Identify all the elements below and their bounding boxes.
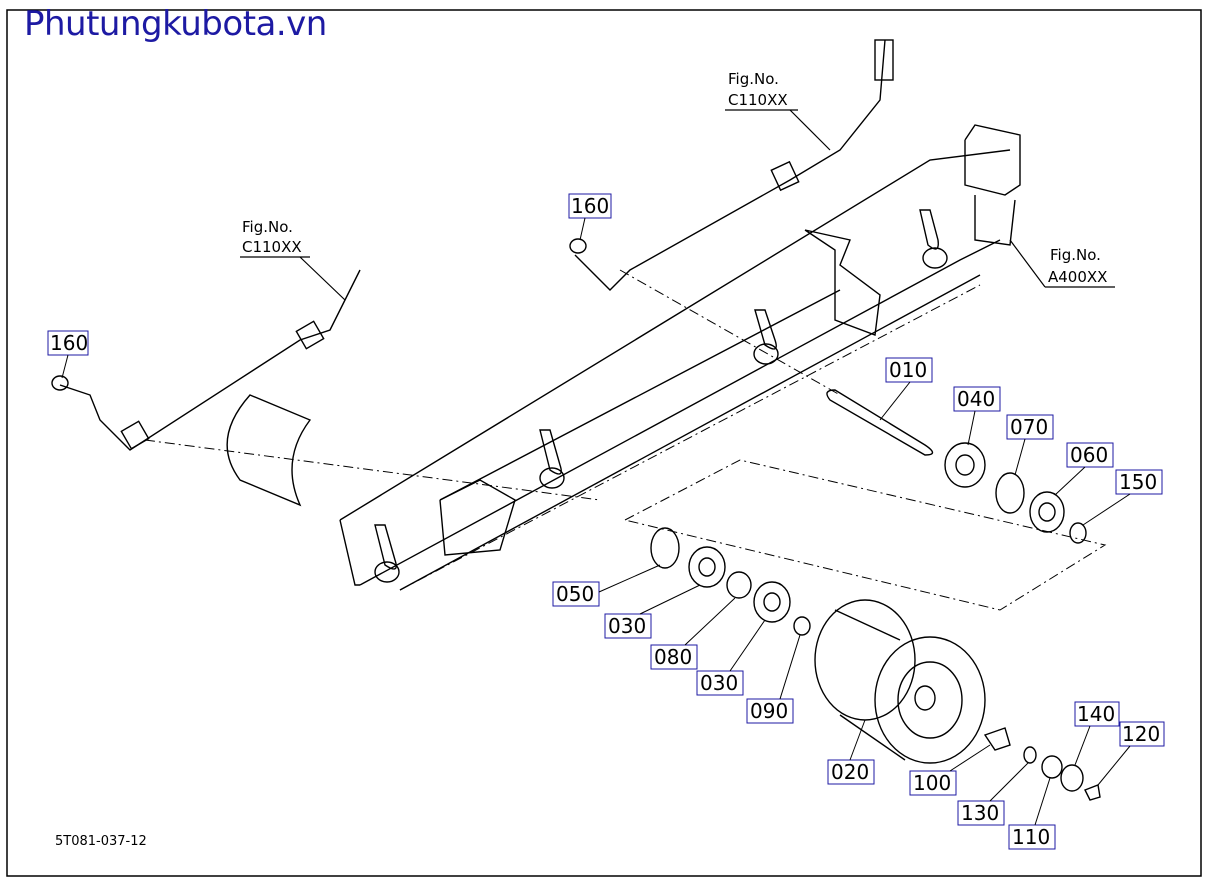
callout-010[interactable]: 010 bbox=[879, 357, 933, 421]
roller-parts bbox=[650, 389, 1101, 801]
callout-080[interactable]: 080 bbox=[650, 597, 736, 670]
part-number: 070 bbox=[1010, 415, 1048, 439]
callout-150[interactable]: 150 bbox=[1082, 469, 1163, 526]
site-watermark: Phutungkubota.vn bbox=[24, 4, 327, 44]
part-number: 060 bbox=[1070, 443, 1108, 467]
fig-ref-3-line2: A400XX bbox=[1048, 268, 1107, 286]
right-cross-rod bbox=[569, 39, 894, 291]
part-number: 030 bbox=[700, 671, 738, 695]
part-number: 160 bbox=[571, 194, 609, 218]
fig-ref-1-line2: C110XX bbox=[242, 238, 302, 256]
part-number: 020 bbox=[831, 760, 869, 784]
part-number: 080 bbox=[654, 645, 692, 669]
part-number: 130 bbox=[961, 801, 999, 825]
callout-140[interactable]: 140 bbox=[1074, 701, 1120, 766]
part-number: 120 bbox=[1122, 722, 1160, 746]
callout-030-a[interactable]: 030 bbox=[604, 584, 701, 639]
callout-050[interactable]: 050 bbox=[552, 564, 661, 607]
callout-020[interactable]: 020 bbox=[827, 719, 875, 785]
left-cross-rod bbox=[51, 269, 361, 451]
page-border bbox=[6, 9, 1202, 877]
callout-070[interactable]: 070 bbox=[1006, 414, 1054, 476]
fig-ref-2-line1: Fig.No. bbox=[728, 70, 779, 88]
part-number-callouts: 160 160 010 040 070 060 150 050 030 080 … bbox=[47, 193, 1165, 850]
fig-ref-3-line1: Fig.No. bbox=[1050, 246, 1101, 264]
callout-160-left[interactable]: 160 bbox=[47, 330, 89, 379]
part-number: 140 bbox=[1077, 702, 1115, 726]
fig-ref-leaders bbox=[240, 109, 1115, 301]
part-number: 030 bbox=[608, 614, 646, 638]
drawing-code: 5T081-037-12 bbox=[55, 834, 147, 849]
fig-ref-1-line1: Fig.No. bbox=[242, 218, 293, 236]
callout-060[interactable]: 060 bbox=[1054, 442, 1114, 496]
fig-ref-labels: Fig.No. C110XX Fig.No. C110XX Fig.No. A4… bbox=[242, 70, 1107, 286]
part-number: 050 bbox=[556, 582, 594, 606]
callout-120[interactable]: 120 bbox=[1097, 721, 1165, 786]
callout-130[interactable]: 130 bbox=[957, 762, 1029, 826]
fig-ref-2-line2: C110XX bbox=[728, 91, 788, 109]
part-number: 110 bbox=[1012, 825, 1050, 849]
callout-090[interactable]: 090 bbox=[746, 634, 801, 724]
part-number: 090 bbox=[750, 699, 788, 723]
part-number: 040 bbox=[957, 387, 995, 411]
callout-110[interactable]: 110 bbox=[1008, 777, 1056, 850]
assembly-leader-lines bbox=[144, 269, 1107, 611]
part-number: 150 bbox=[1119, 470, 1157, 494]
callout-040[interactable]: 040 bbox=[953, 386, 1001, 446]
part-number: 160 bbox=[50, 331, 88, 355]
part-number: 100 bbox=[913, 771, 951, 795]
part-number: 010 bbox=[889, 358, 927, 382]
frame-assembly bbox=[226, 124, 1021, 591]
callout-160-right[interactable]: 160 bbox=[568, 193, 612, 241]
callout-030-b[interactable]: 030 bbox=[696, 619, 766, 696]
callout-100[interactable]: 100 bbox=[909, 744, 991, 796]
